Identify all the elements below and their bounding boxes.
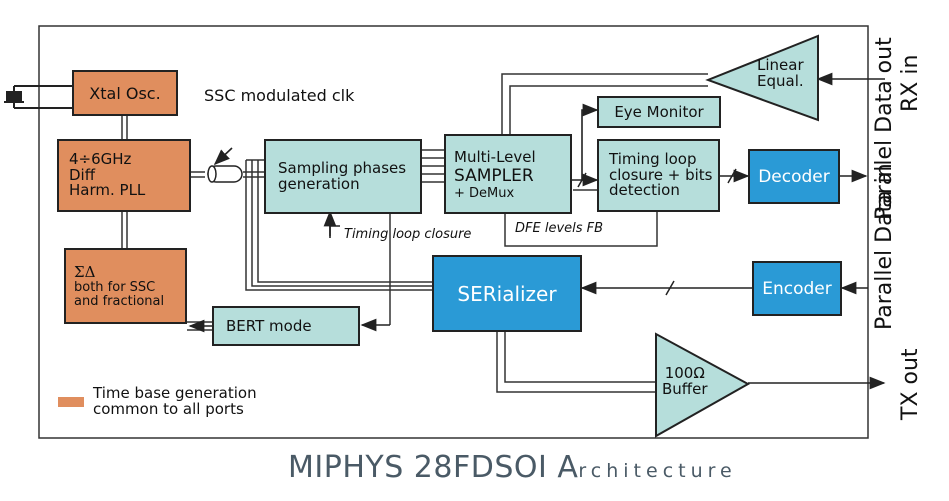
eye-monitor-block: Eye Monitor	[597, 96, 721, 128]
buffer-shape	[655, 332, 751, 438]
sigma-delta-block: ΣΔ both for SSC and fractional	[64, 248, 187, 324]
rx-in-label: RX in	[898, 54, 923, 112]
timing-loop-block: Timing loop closure + bits detection	[597, 139, 720, 212]
sampler-title: Multi-Level	[454, 147, 536, 166]
coax-icon	[207, 165, 243, 183]
sampler-block: Multi-Level SAMPLER + DeMux	[444, 134, 572, 214]
xtal-osc-block: Xtal Osc.	[72, 70, 178, 116]
sampler-main: SAMPLER	[454, 165, 534, 186]
bert-mode-block: BERT mode	[212, 306, 360, 346]
footer-title-rest: rchitecture	[578, 460, 737, 482]
encoder-block: Encoder	[752, 261, 842, 316]
parallel-data-in-label: Parallel Data in	[872, 163, 897, 330]
decoder-label: Decoder	[758, 166, 830, 187]
sampler-sub: + DeMux	[454, 185, 515, 201]
serializer-block: SERializer	[432, 255, 582, 332]
crystal-icon	[4, 85, 72, 109]
legend-label: Time base generation common to all ports	[93, 384, 257, 418]
serializer-label: SERializer	[457, 281, 557, 306]
encoder-label: Encoder	[762, 278, 832, 299]
sigma-delta-symbol: ΣΔ	[74, 263, 96, 282]
pll-label: 4÷6GHz Diff Harm. PLL	[69, 149, 146, 200]
xtal-osc-label: Xtal Osc.	[89, 83, 161, 103]
dfe-label: DFE levels FB	[515, 221, 604, 236]
decoder-block: Decoder	[748, 149, 840, 204]
footer-title: MIPHYS 28FDSOI Architecture	[288, 450, 737, 485]
timing-loop-label: Timing loop closure + bits detection	[609, 149, 713, 200]
buffer-label: 100Ω Buffer	[662, 364, 708, 398]
sampling-phases-label: Sampling phases generation	[278, 158, 407, 193]
timing-closure-label: Timing loop closure	[344, 227, 472, 242]
sampling-phases-block: Sampling phases generation	[264, 139, 422, 214]
footer-title-main: MIPHYS 28FDSOI A	[288, 450, 579, 485]
diagram-frame	[38, 25, 869, 439]
linear-equalizer-label: Linear Equal.	[757, 56, 804, 90]
sigma-delta-label: both for SSC and fractional	[74, 280, 165, 309]
ssc-label: SSC modulated clk	[204, 86, 355, 105]
legend-swatch	[58, 397, 84, 407]
tx-out-label: TX out	[898, 348, 923, 420]
linear-equalizer-shape	[705, 34, 819, 122]
pll-block: 4÷6GHz Diff Harm. PLL	[57, 139, 191, 212]
bert-mode-label: BERT mode	[226, 317, 312, 335]
eye-monitor-label: Eye Monitor	[614, 103, 704, 121]
